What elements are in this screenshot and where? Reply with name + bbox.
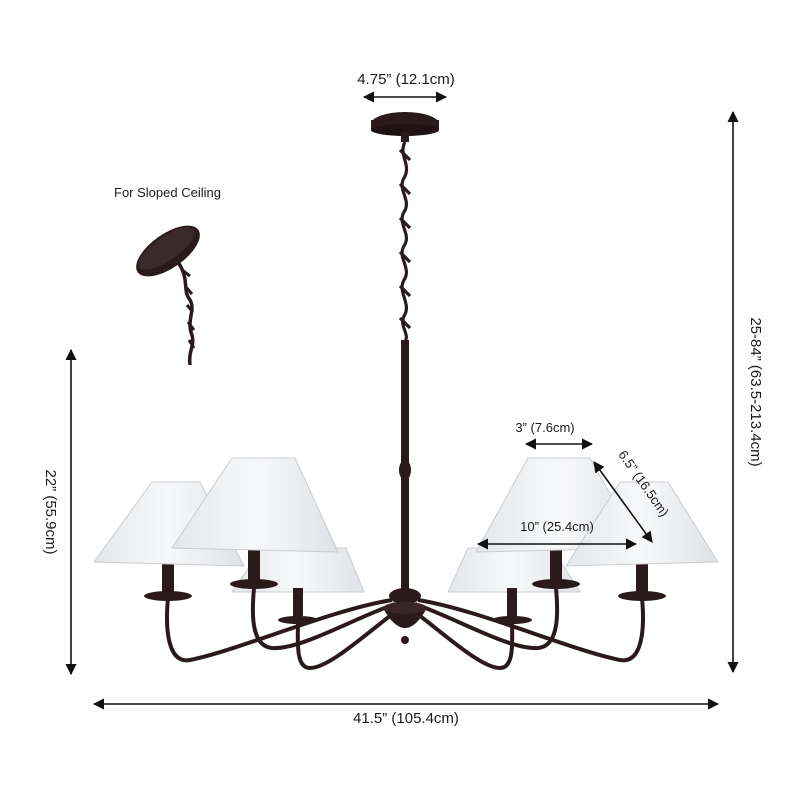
center-body: [383, 588, 427, 644]
dimension-lines: [65, 91, 739, 710]
sloped-chain: [176, 261, 195, 366]
overall-height-label: 25-84” (63.5-213.4cm): [747, 317, 764, 466]
overall-width-label: 41.5” (105.4cm): [353, 710, 459, 727]
sloped-ceiling-inset: [136, 225, 200, 366]
sockets: [144, 546, 666, 624]
body-height-label: 22” (55.9cm): [42, 469, 59, 554]
shade-slant-line: [593, 461, 653, 543]
sloped-ceiling-label: For Sloped Ceiling: [114, 185, 221, 200]
down-rod: [399, 340, 411, 590]
canopy-width-label: 4.75” (12.1cm): [357, 71, 455, 88]
chain: [398, 141, 412, 343]
shade-bottom-label: 10” (25.4cm): [520, 519, 594, 534]
shade-top-label: 3” (7.6cm): [515, 420, 574, 435]
canopy: [371, 112, 439, 142]
arms: [165, 587, 645, 671]
lampshade: [171, 457, 339, 553]
